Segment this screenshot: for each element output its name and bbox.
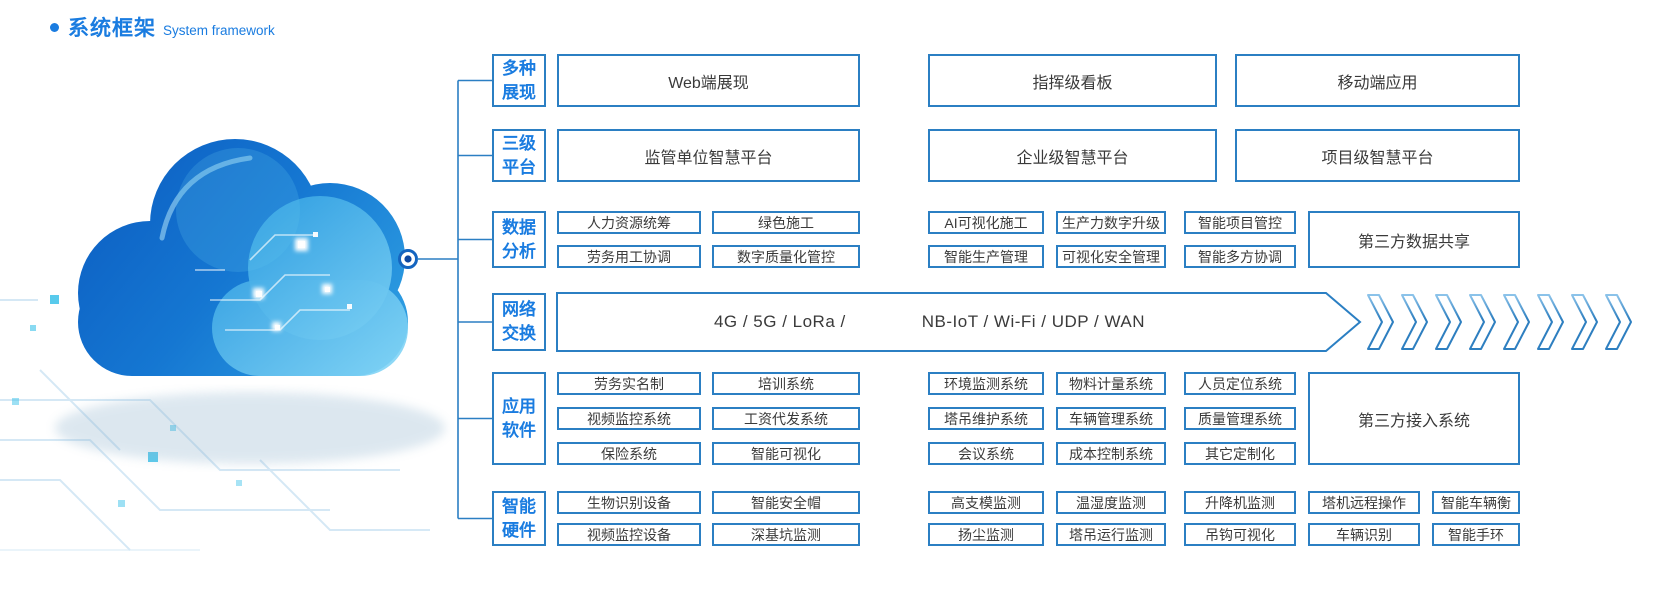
bullet-icon [50,22,59,32]
category-label: 网络 [502,300,536,320]
node-box: 培训系统 [712,372,860,395]
node-box: 移动端应用 [1235,54,1520,107]
node-box: 保险系统 [557,442,701,465]
category-label: 数据 [502,217,536,237]
node-box: 智能安全帽 [712,491,860,514]
network-band: 4G / 5G / LoRa / NB-IoT / Wi-Fi / UDP / … [557,293,1302,351]
node-box: 智能多方协调 [1184,245,1296,268]
node-dot-icon [398,249,418,269]
node-box: 质量管理系统 [1184,407,1296,430]
title-zh: 系统框架 [68,17,156,40]
node-box: Web端展现 [557,54,860,107]
node-box: 扬尘监测 [928,523,1044,546]
category-label: 智能 [502,496,536,516]
page-title: 系统框架 System framework [50,12,275,42]
node-box: 人员定位系统 [1184,372,1296,395]
chevron-flow-icon [1367,294,1632,350]
category-data-analysis: 数据 分析 [492,211,546,268]
node-box: 塔机远程操作 [1308,491,1420,514]
node-box: 成本控制系统 [1056,442,1166,465]
node-box: 智能手环 [1432,523,1520,546]
node-box: 视频监控系统 [557,407,701,430]
node-box: 会议系统 [928,442,1044,465]
category-label: 应用 [502,396,536,416]
node-box: 环境监测系统 [928,372,1044,395]
node-box: 物料计量系统 [1056,372,1166,395]
category-label: 硬件 [502,520,536,540]
category-hardware: 智能 硬件 [492,491,546,546]
category-label: 分析 [502,241,536,261]
node-box: 第三方数据共享 [1308,211,1520,268]
node-box: 数字质量化管控 [712,245,860,268]
node-box: 高支模监测 [928,491,1044,514]
category-label: 多种 [502,58,536,78]
network-protocols-right: NB-IoT / Wi-Fi / UDP / WAN [921,312,1146,331]
category-label: 平台 [502,157,536,177]
node-box: 可视化安全管理 [1056,245,1166,268]
connector-lines [417,79,492,520]
node-box: 升降机监测 [1184,491,1296,514]
node-box: 生物识别设备 [557,491,701,514]
node-box: 指挥级看板 [928,54,1217,107]
node-box: 智能车辆衡 [1432,491,1520,514]
node-box: AI可视化施工 [928,211,1044,234]
node-box: 第三方接入系统 [1308,372,1520,465]
node-box: 温湿度监测 [1056,491,1166,514]
node-box: 深基坑监测 [712,523,860,546]
node-box: 其它定制化 [1184,442,1296,465]
node-box: 智能可视化 [712,442,860,465]
node-box: 监管单位智慧平台 [557,129,860,182]
category-label: 三级 [502,133,536,153]
node-box: 生产力数字升级 [1056,211,1166,234]
network-arrow-shape [556,292,1362,352]
category-network: 网络 交换 [492,293,546,351]
node-box: 车辆管理系统 [1056,407,1166,430]
node-box: 劳务实名制 [557,372,701,395]
node-box: 项目级智慧平台 [1235,129,1520,182]
category-label: 交换 [502,324,536,343]
node-box: 智能生产管理 [928,245,1044,268]
node-box: 车辆识别 [1308,523,1420,546]
node-box: 吊钩可视化 [1184,523,1296,546]
network-protocols-left: 4G / 5G / LoRa / [713,312,846,331]
category-platform: 三级 平台 [492,129,546,182]
category-software: 应用 软件 [492,372,546,465]
node-box: 工资代发系统 [712,407,860,430]
category-display: 多种 展现 [492,54,546,107]
node-box: 塔吊运行监测 [1056,523,1166,546]
node-box: 人力资源统筹 [557,211,701,234]
node-box: 智能项目管控 [1184,211,1296,234]
node-box: 绿色施工 [712,211,860,234]
node-box: 视频监控设备 [557,523,701,546]
cloud-illustration [55,139,445,464]
title-en: System framework [163,23,275,38]
category-label: 展现 [502,82,536,102]
node-box: 塔吊维护系统 [928,407,1044,430]
node-box: 企业级智慧平台 [928,129,1217,182]
category-label: 软件 [502,420,536,440]
node-box: 劳务用工协调 [557,245,701,268]
